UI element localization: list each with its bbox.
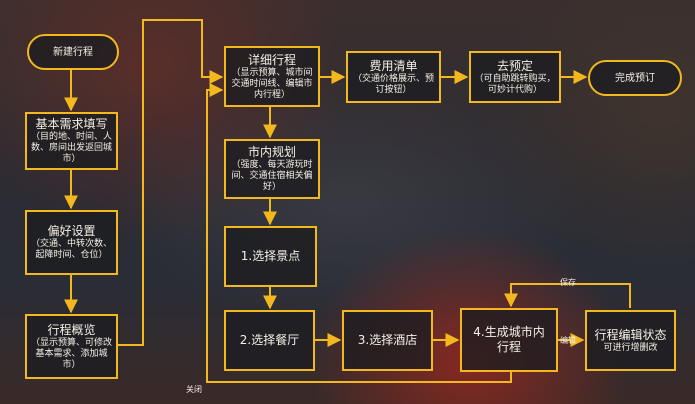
node-preferences-title: 偏好设置 [47, 224, 96, 238]
node-select-spots: 1.选择景点 [224, 226, 317, 287]
node-city-plan-desc: （强度、每天游玩时间、交通住宿相关偏好） [231, 160, 313, 192]
node-edit-state-title: 行程编辑状态 [594, 327, 667, 342]
node-trip-overview: 行程概览 （显示预算、可修改基本需求、添加城市） [25, 314, 118, 379]
edge-label-edit: 编辑 [560, 336, 576, 345]
node-booking-complete: 完成预订 [588, 60, 682, 96]
node-go-book-desc: （可自助跳转购买，可妙计代购） [474, 73, 556, 95]
node-detailed-trip-desc: （显示预算、城市间交通时间线、编辑市内行程） [231, 67, 313, 100]
node-generate-itinerary-title: 4.生成城市内行程 [473, 325, 545, 354]
node-cost-list-title: 费用清单 [369, 58, 418, 73]
edge-label-close: 关闭 [186, 385, 202, 394]
node-new-trip: 新建行程 [27, 34, 119, 70]
node-select-restaurant-title: 2.选择餐厅 [239, 333, 300, 347]
edge-close-detail [206, 83, 512, 383]
node-edit-state-desc: 可进行增删改 [603, 342, 658, 353]
node-generate-itinerary: 4.生成城市内行程 [460, 308, 558, 372]
node-select-hotel: 3.选择酒店 [342, 310, 433, 371]
node-booking-complete-title: 完成预订 [615, 72, 655, 84]
node-edit-state: 行程编辑状态 可进行增删改 [585, 310, 676, 371]
node-city-plan-title: 市内规划 [247, 145, 296, 159]
node-basic-requirements: 基本需求填写 （目的地、时间、人数、房间出发返回城市） [25, 112, 118, 170]
node-cost-list: 费用清单 （交通价格展示、预订按钮） [346, 51, 441, 103]
edge-overview-detail [118, 19, 224, 346]
node-trip-overview-title: 行程概览 [47, 322, 96, 337]
node-go-book-title: 去预定 [496, 58, 533, 73]
node-basic-requirements-desc: （目的地、时间、人数、房间出发返回城市） [30, 132, 112, 164]
node-detailed-trip-title: 详细行程 [247, 52, 296, 67]
node-preferences: 偏好设置 （交通、中转次数、起降时间、仓位） [25, 210, 118, 275]
node-cost-list-desc: （交通价格展示、预订按钮） [352, 73, 434, 95]
edge-edit-generate [504, 283, 631, 308]
edge-label-save: 保存 [560, 278, 576, 287]
node-trip-overview-desc: （显示预算、可修改基本需求、添加城市） [30, 337, 112, 370]
node-preferences-desc: （交通、中转次数、起降时间、仓位） [30, 239, 112, 260]
node-select-hotel-title: 3.选择酒店 [357, 333, 418, 347]
node-select-restaurant: 2.选择餐厅 [224, 310, 315, 371]
node-detailed-trip: 详细行程 （显示预算、城市间交通时间线、编辑市内行程） [224, 46, 320, 107]
node-basic-requirements-title: 基本需求填写 [35, 117, 108, 131]
node-go-book: 去预定 （可自助跳转购买，可妙计代购） [469, 51, 561, 103]
node-new-trip-title: 新建行程 [53, 46, 93, 58]
node-select-spots-title: 1.选择景点 [240, 249, 301, 263]
node-city-plan: 市内规划 （强度、每天游玩时间、交通住宿相关偏好） [224, 139, 320, 199]
